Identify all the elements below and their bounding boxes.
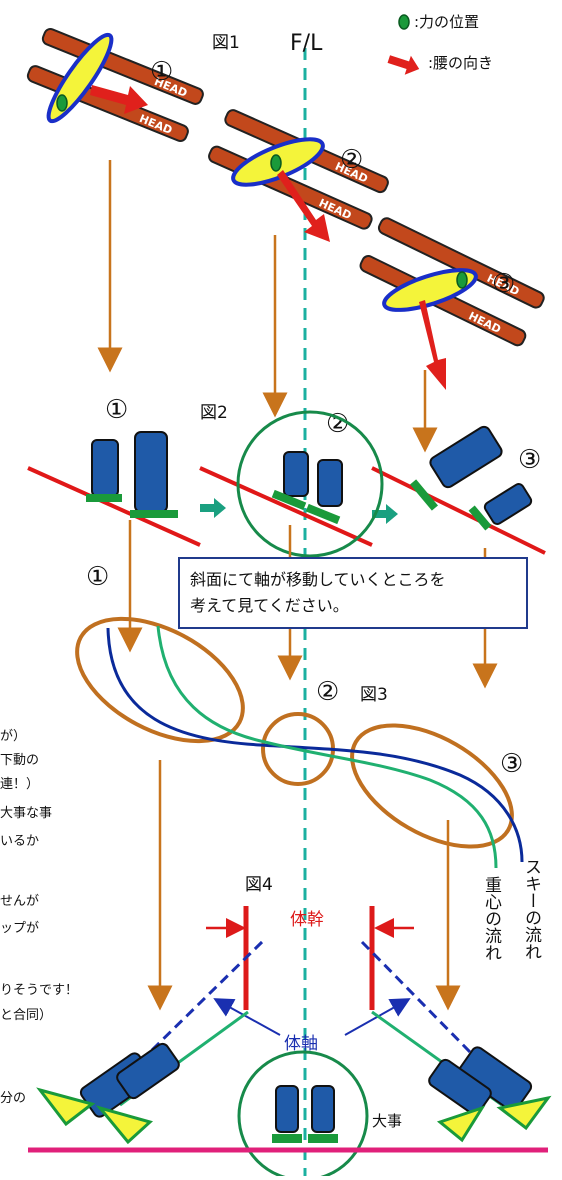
step-number-2: ② (340, 145, 363, 175)
step-number-1: ① (150, 57, 173, 87)
left-fragment: 連！） (0, 777, 40, 792)
body-axis-left (150, 940, 264, 1052)
left-fragment: 下動の (0, 753, 40, 768)
left-fragment: と合同） (0, 1008, 53, 1023)
boots-centre (272, 1085, 338, 1143)
force-position-legend-icon (398, 14, 410, 30)
turn-ellipse-3 (350, 723, 514, 849)
trunk-label: 体幹 (290, 909, 324, 930)
ski-flow-curve (106, 627, 524, 863)
hip-direction-legend-icon (387, 55, 420, 75)
body-axis-right (360, 940, 472, 1054)
important-label: 大事 (372, 1112, 402, 1130)
force-position-marker-1 (56, 94, 68, 112)
edge-triangle (95, 1105, 154, 1145)
transition-arrow (200, 498, 226, 518)
note-line-1: 斜面にて軸が移動していくところを (190, 570, 446, 589)
step-number-2: ② (316, 677, 339, 707)
skier-left (36, 1042, 180, 1145)
cog-flow-curve (156, 625, 498, 869)
boots-2 (271, 451, 343, 525)
step-number-3: ③ (518, 445, 541, 475)
left-fragment: ップが (0, 921, 40, 936)
fall-line-label: F/L (290, 31, 323, 56)
boots-3 (410, 425, 533, 531)
edge-triangle (496, 1095, 552, 1131)
left-fragment: が） (0, 729, 27, 744)
highlight-circle-2 (236, 410, 384, 558)
note-box: 斜面にて軸が移動していくところを 考えて見てください。 (178, 557, 528, 629)
legend-hip-direction: :腰の向き (428, 54, 493, 72)
axis-pointer-right (344, 998, 411, 1036)
hip-direction-arrow-2 (277, 170, 330, 242)
turn-ellipse-1 (75, 616, 245, 744)
fig3-label: 図3 (360, 685, 388, 705)
force-bar (308, 1134, 338, 1143)
fig4-label: 図4 (245, 875, 273, 895)
edge-triangle (36, 1087, 96, 1127)
left-fragment: 分の (0, 1091, 27, 1106)
left-fragment: いるか (0, 834, 40, 849)
step-number-1: ① (105, 395, 128, 425)
axis-pointer-left (213, 998, 281, 1036)
force-bar (86, 494, 122, 502)
force-bar (305, 503, 341, 525)
stance-ellipse-3 (382, 268, 478, 312)
edge-triangle (436, 1105, 486, 1143)
slope-line-2 (199, 466, 373, 547)
left-fragment: せんが (0, 894, 40, 909)
legend-force-position: :力の位置 (414, 13, 479, 31)
transition-arrow (372, 504, 398, 524)
force-bar (271, 489, 307, 511)
step-number-3: ③ (500, 749, 523, 779)
slope-line-3 (371, 466, 546, 555)
fig1-label: 図1 (212, 33, 240, 53)
cog-flow-label: 重心の流れ (481, 876, 501, 961)
left-fragment: りそうです！ (0, 983, 79, 998)
force-bar (130, 510, 178, 518)
slope-line-1 (27, 466, 201, 547)
hip-direction-arrow-1 (90, 85, 148, 114)
skier-right (428, 1046, 552, 1143)
step-number-3: ③ (492, 269, 515, 299)
left-fragment: 大事な事 (0, 806, 53, 821)
ski-flow-label: スキーの流れ (521, 858, 541, 960)
highlight-circle-centre (237, 1050, 369, 1180)
force-position-marker-2 (270, 154, 282, 172)
hip-direction-arrow-3 (419, 300, 446, 390)
step-number-1: ① (86, 562, 109, 592)
force-bar (410, 479, 438, 511)
force-bar (272, 1134, 302, 1143)
note-line-2: 考えて見てください。 (190, 596, 349, 615)
fig2-label: 図2 (200, 403, 228, 423)
force-position-marker-3 (456, 271, 468, 289)
force-bar (468, 505, 492, 531)
body-axis-label: 体軸 (284, 1034, 318, 1054)
ski-pair-1: HEAD HEAD (26, 28, 204, 143)
boots-1 (86, 431, 178, 518)
